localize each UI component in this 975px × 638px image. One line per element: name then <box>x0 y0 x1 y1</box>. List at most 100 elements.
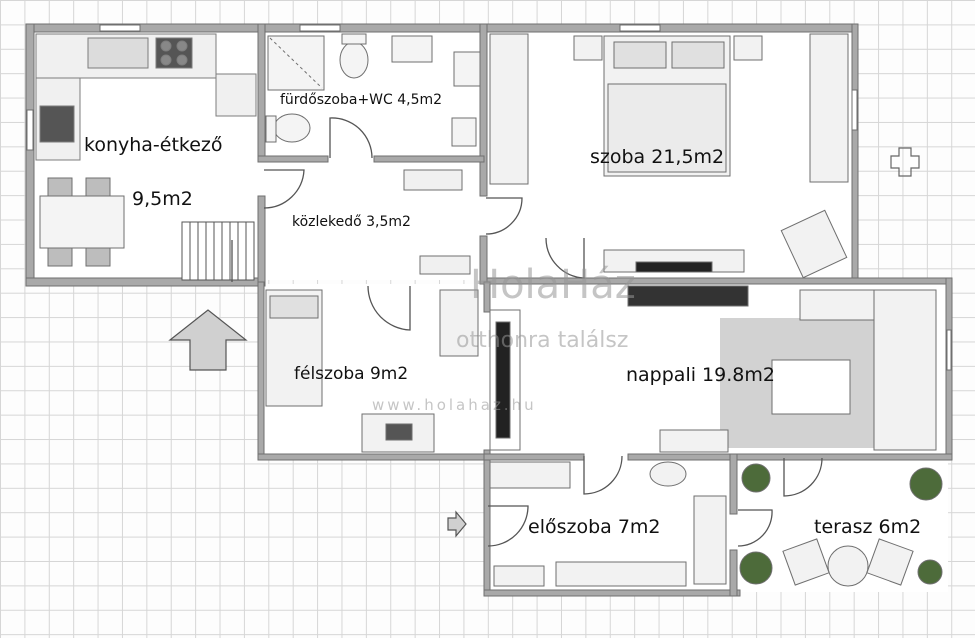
toilet-tank <box>341 33 367 45</box>
watermark-slogan: otthonra találsz <box>456 328 629 353</box>
bidet <box>451 117 477 147</box>
wall <box>729 453 738 515</box>
pillow <box>671 41 725 69</box>
chair <box>85 247 111 267</box>
plant <box>909 467 943 501</box>
chair <box>866 538 914 586</box>
bookshelf <box>439 289 479 357</box>
window <box>946 329 952 371</box>
wall <box>851 23 859 283</box>
entrance-hall-label: előszoba 7m2 <box>528 516 661 538</box>
wall <box>257 453 491 461</box>
dining-table <box>39 195 125 249</box>
nightstand <box>733 35 763 61</box>
living-room-label: nappali 19.8m2 <box>626 364 775 386</box>
wall <box>257 281 265 461</box>
table <box>827 545 869 587</box>
basin <box>391 35 433 63</box>
tv <box>495 321 511 439</box>
bedroom-label: szoba 21,5m2 <box>590 146 725 168</box>
shower-line <box>269 37 323 89</box>
door-swing <box>367 285 411 331</box>
fridge <box>215 73 257 117</box>
terrace-label: terasz 6m2 <box>814 516 922 538</box>
small-room-label: félszoba 9m2 <box>294 364 409 384</box>
window <box>299 24 341 32</box>
toilet <box>339 41 369 79</box>
burner <box>160 40 172 52</box>
chair <box>47 247 73 267</box>
living-room-furniture <box>489 285 937 453</box>
plant <box>739 551 773 585</box>
door-swing <box>783 457 823 497</box>
shelf <box>419 255 471 275</box>
wall <box>483 589 741 597</box>
walls <box>25 23 953 597</box>
wall <box>257 155 329 163</box>
tv <box>635 261 713 273</box>
wall <box>373 155 485 163</box>
small-room-furniture <box>265 289 479 453</box>
bedroom-furniture <box>489 33 849 279</box>
wardrobe <box>489 33 529 185</box>
stairs <box>181 221 255 281</box>
wardrobe <box>809 33 849 183</box>
burner <box>176 40 188 52</box>
watermark-url: www.holahaz.hu <box>372 396 537 414</box>
door-swing <box>487 505 529 547</box>
laptop <box>385 423 413 441</box>
entry-arrows <box>168 309 467 538</box>
stove <box>39 105 75 143</box>
chair <box>782 538 830 586</box>
entrance-furniture <box>489 461 727 587</box>
hallway-fixtures <box>403 169 471 275</box>
key-shelf <box>493 565 545 587</box>
bathroom-label: fürdőszoba+WC 4,5m2 <box>280 92 443 108</box>
watermark-brand: HolaHáz <box>470 262 636 308</box>
blanket <box>607 83 727 173</box>
kitchen-area-label: 9,5m2 <box>132 188 193 210</box>
toilet-tank <box>265 115 277 143</box>
wall <box>483 449 491 597</box>
windows <box>26 24 952 371</box>
bathroom-fixtures <box>265 33 481 147</box>
pillow <box>269 295 319 319</box>
wall <box>257 195 266 287</box>
basin <box>453 51 481 87</box>
pillow <box>613 41 667 69</box>
wall <box>257 23 266 163</box>
door-swing <box>485 197 523 235</box>
burner <box>176 54 188 66</box>
kitchen-name-label: konyha-étkező <box>84 134 223 156</box>
entrance-arrow-icon <box>447 510 467 538</box>
chair <box>47 177 73 197</box>
wall <box>479 23 488 197</box>
chair <box>85 177 111 197</box>
kitchen-counter <box>35 33 257 161</box>
burner <box>160 54 172 66</box>
window <box>619 24 661 32</box>
bookshelf <box>659 429 729 453</box>
wall <box>483 453 585 461</box>
window <box>26 109 34 151</box>
sofa-side <box>873 289 937 451</box>
wash-basin <box>649 461 687 487</box>
window <box>851 89 858 131</box>
nightstand <box>573 35 603 61</box>
door-swing <box>263 169 305 209</box>
bench <box>555 561 687 587</box>
stair-block <box>181 221 255 281</box>
wall <box>25 23 859 33</box>
plant <box>917 559 943 585</box>
wall <box>483 281 491 313</box>
toilet <box>273 113 311 143</box>
door-swing <box>737 509 773 547</box>
door-swing <box>329 117 373 159</box>
terrace-furniture <box>739 463 943 587</box>
shoe-rack <box>489 461 571 489</box>
door-swing <box>583 455 623 495</box>
sink <box>87 37 149 69</box>
window <box>99 24 141 32</box>
stove <box>155 37 193 69</box>
